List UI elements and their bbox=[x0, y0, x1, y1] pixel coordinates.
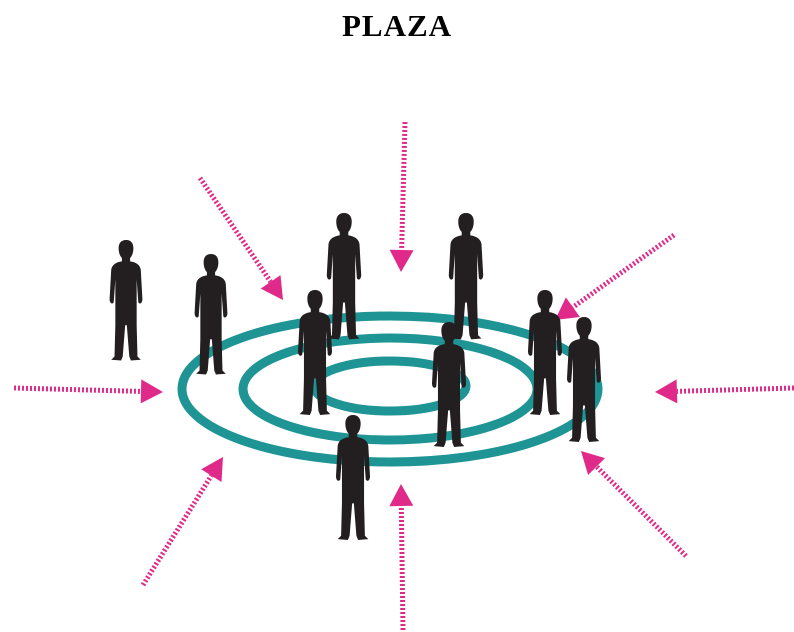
arrow-shaft bbox=[676, 385, 794, 394]
arrow-head bbox=[389, 249, 414, 272]
arrow-head bbox=[655, 379, 678, 404]
arrow-bottom-right bbox=[581, 451, 688, 558]
arrow-top bbox=[389, 121, 414, 272]
arrow-shaft bbox=[13, 385, 142, 394]
arrow-shaft bbox=[140, 474, 214, 587]
person-5 bbox=[298, 290, 332, 415]
arrow-top-right bbox=[555, 232, 676, 320]
arrows-group bbox=[13, 121, 794, 631]
person-4 bbox=[448, 213, 484, 340]
rings-group bbox=[177, 311, 603, 467]
arrow-head bbox=[201, 457, 223, 482]
person-6 bbox=[528, 290, 562, 415]
arrow-shaft bbox=[399, 121, 408, 251]
arrow-bottom-left bbox=[140, 457, 223, 587]
ring-2 bbox=[238, 333, 542, 445]
arrow-head bbox=[581, 451, 605, 475]
person-3 bbox=[326, 213, 362, 340]
person-8 bbox=[567, 317, 601, 442]
arrow-shaft bbox=[197, 176, 273, 284]
arrow-right bbox=[655, 379, 794, 404]
arrow-shaft bbox=[398, 505, 406, 631]
diagram-title: PLAZA bbox=[341, 8, 453, 43]
arrow-shaft bbox=[594, 464, 688, 558]
arrow-head bbox=[260, 275, 283, 300]
arrow-left bbox=[13, 379, 163, 404]
arrow-top-left bbox=[197, 176, 283, 300]
ring-1 bbox=[177, 311, 603, 467]
arrow-head bbox=[140, 379, 163, 404]
arrow-shaft bbox=[571, 232, 676, 310]
arrow-bottom bbox=[389, 484, 414, 631]
arrow-head bbox=[389, 484, 414, 507]
ring-3 bbox=[309, 356, 471, 416]
people-group bbox=[109, 213, 601, 540]
person-1 bbox=[109, 240, 143, 361]
person-7 bbox=[432, 322, 466, 447]
person-9 bbox=[336, 415, 370, 540]
person-2 bbox=[194, 254, 228, 375]
arrow-head bbox=[555, 297, 580, 320]
